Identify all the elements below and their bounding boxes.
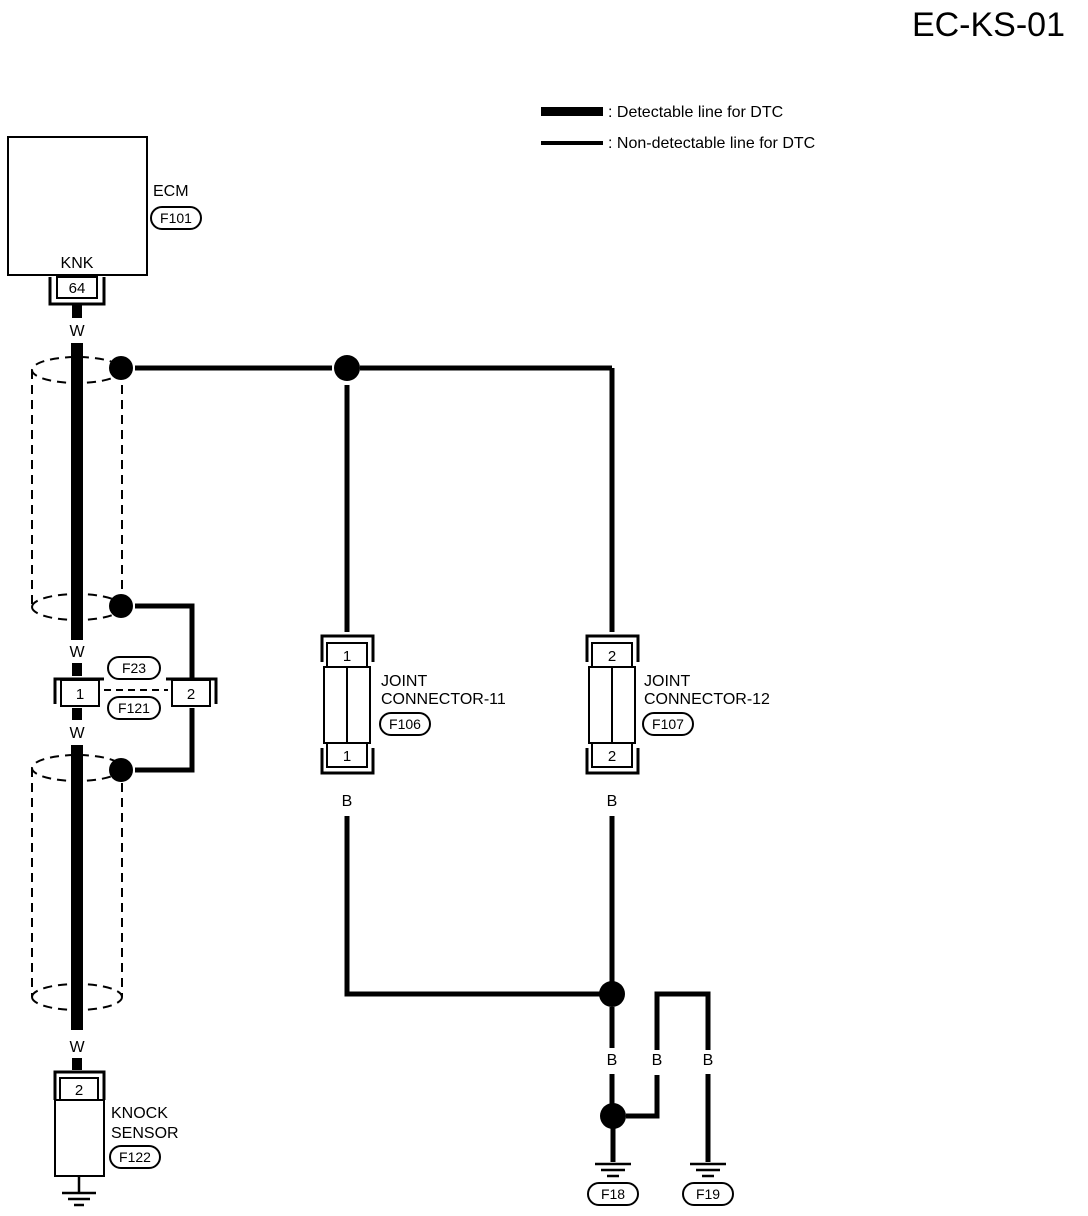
ecm-connector-badge — [150, 206, 202, 230]
splice-dot — [109, 594, 133, 618]
splice-points — [109, 355, 626, 1129]
ground-symbol-f18 — [595, 1162, 631, 1178]
ecm-connector-bracket — [48, 277, 106, 306]
splice-dot — [109, 758, 133, 782]
ecm-box — [7, 136, 148, 276]
legend-non-detectable-swatch — [541, 141, 603, 145]
jc11-pin-top: 1 — [343, 648, 351, 665]
wire-color-upper-out: W — [69, 644, 85, 661]
legend: : Detectable line for DTC : Non-detectab… — [541, 104, 815, 152]
jc12-connector-code: F107 — [652, 716, 684, 732]
page-code: EC-KS-01 — [912, 6, 1065, 44]
ecm-terminal-name: KNK — [61, 255, 94, 272]
jc11-pin-bottom: 1 — [343, 748, 351, 765]
inline-connector-lower-code: F121 — [118, 700, 150, 716]
ecm-terminal-pin: 64 — [69, 280, 86, 297]
knock-sensor-label-line2: SENSOR — [111, 1125, 179, 1142]
knock-sensor-ground-icon — [62, 1191, 96, 1207]
ecm-unit: ECM F101 KNK 64 — [7, 136, 202, 306]
joint-connector-11: 1 1 JOINT CONNECTOR-11 F106 — [320, 634, 506, 775]
splice-dot — [599, 981, 625, 1007]
wire-color-jc12-out: B — [607, 793, 618, 810]
jc11-label-line1: JOINT — [381, 673, 427, 690]
knock-sensor-label-line1: KNOCK — [111, 1105, 168, 1122]
wire-color-ground-f19: B — [703, 1052, 714, 1069]
splice-dot — [334, 355, 360, 381]
inline-connector-pin-right-box — [171, 679, 211, 707]
ground-return-wiring: B B B B B — [342, 793, 714, 1162]
wire-color-to-sensor: W — [69, 1039, 85, 1056]
jc11-connector-badge — [379, 712, 431, 736]
splice-dot — [600, 1103, 626, 1129]
inline-connector-lower-badge — [107, 696, 161, 720]
inline-connector: 1 2 F23 F121 — [53, 656, 218, 720]
jc12-pin-bottom: 2 — [608, 748, 616, 765]
joint-connector-12: 2 2 JOINT CONNECTOR-12 F107 — [585, 634, 770, 775]
inline-connector-pin-left: 1 — [76, 686, 84, 703]
wire-color-ground-mid: B — [652, 1052, 663, 1069]
knock-sensor: 2 KNOCK SENSOR F122 — [53, 1070, 179, 1207]
wire-color-ground-f18: B — [607, 1052, 618, 1069]
jc11-label-line2: CONNECTOR-11 — [381, 691, 506, 708]
ground-f18-badge — [587, 1182, 639, 1206]
inline-connector-upper-code: F23 — [122, 660, 146, 676]
jc11-connector-code: F106 — [389, 716, 421, 732]
knock-sensor-connector-badge — [109, 1145, 161, 1169]
ground-f18-code: F18 — [601, 1186, 625, 1202]
inline-connector-pin-right: 2 — [187, 686, 195, 703]
legend-detectable-label: : Detectable line for DTC — [608, 104, 783, 121]
ecm-terminal-box — [56, 276, 98, 299]
knock-sensor-pin: 2 — [75, 1082, 83, 1099]
wire-color-between: W — [69, 725, 85, 742]
signal-wire: W W W W — [69, 305, 85, 1070]
legend-detectable-swatch — [541, 107, 603, 116]
ground-f19-badge — [682, 1182, 734, 1206]
jc12-label-line1: JOINT — [644, 673, 690, 690]
inline-connector-pin-left-box — [60, 679, 100, 707]
legend-non-detectable-label: : Non-detectable line for DTC — [608, 135, 815, 152]
ecm-connector-code: F101 — [160, 210, 192, 226]
wire-color-ecm-out: W — [69, 323, 85, 340]
ecm-label: ECM — [153, 183, 189, 200]
knock-sensor-connector-code: F122 — [119, 1149, 151, 1165]
knock-sensor-body — [54, 1099, 105, 1177]
ground-symbol-f19 — [690, 1162, 726, 1178]
jc12-label-line2: CONNECTOR-12 — [644, 691, 770, 708]
jc12-connector-badge — [642, 712, 694, 736]
jc12-pin-top: 2 — [608, 648, 616, 665]
wire-color-jc11-out: B — [342, 793, 353, 810]
splice-dot — [109, 356, 133, 380]
ground-f19-code: F19 — [696, 1186, 720, 1202]
inline-connector-upper-badge — [107, 656, 161, 680]
shield-ground-network — [135, 365, 615, 773]
